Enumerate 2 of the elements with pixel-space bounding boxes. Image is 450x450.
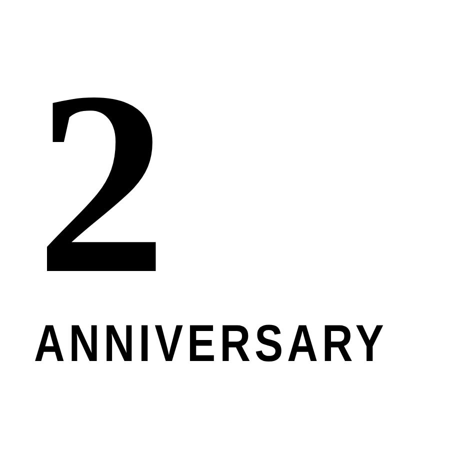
anniversary-number: 2 [36, 52, 167, 314]
anniversary-text: ANNIVERSARY [34, 314, 388, 374]
